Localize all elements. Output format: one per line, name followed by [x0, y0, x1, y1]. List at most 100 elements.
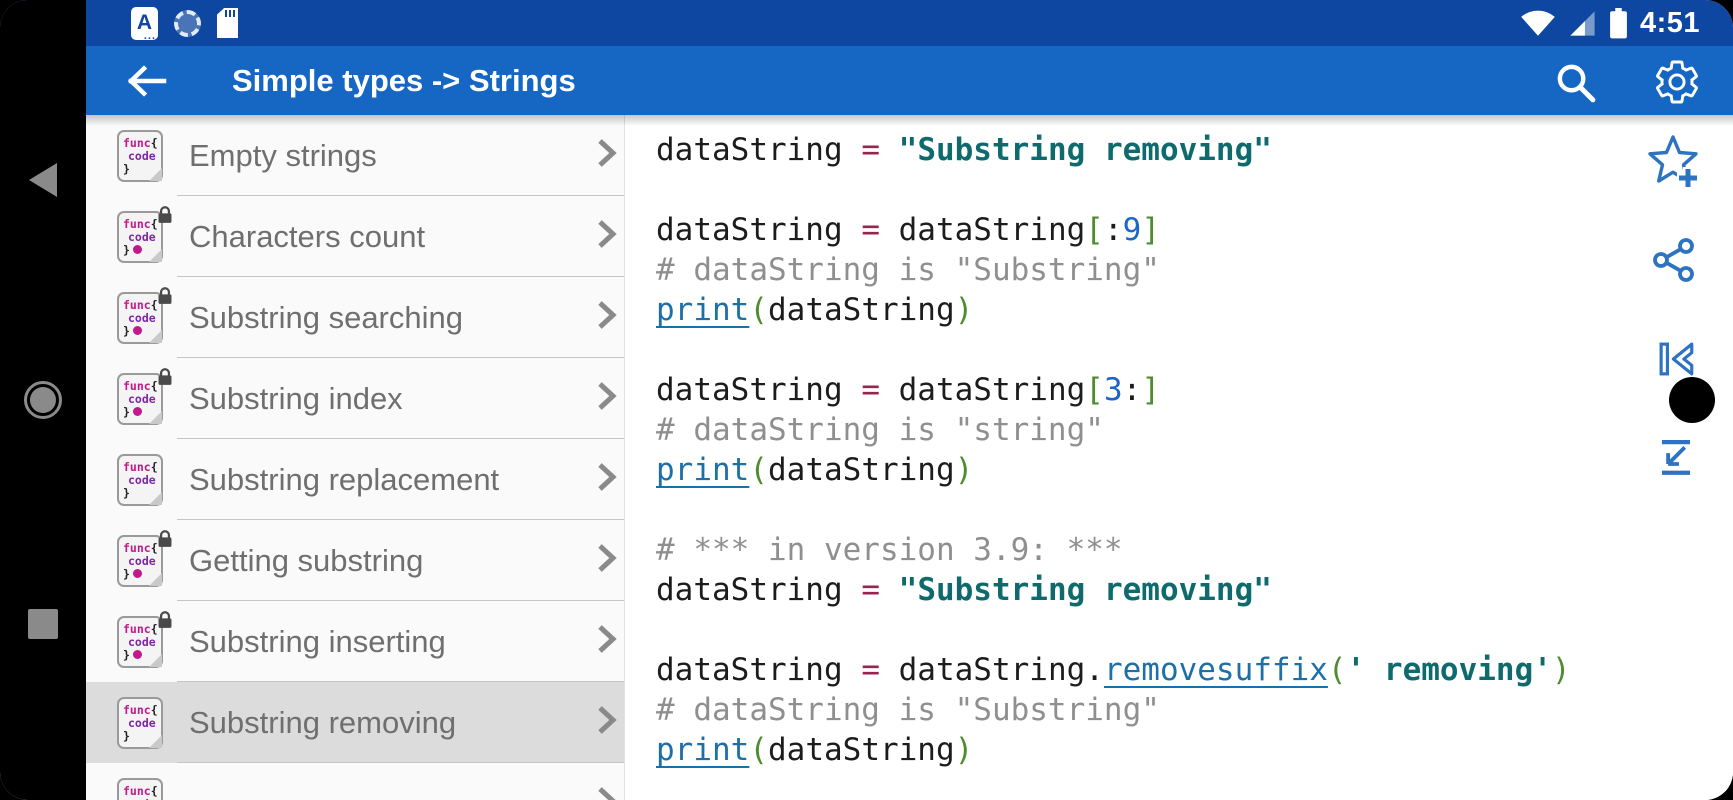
code-token: dataString. [879, 652, 1104, 688]
skip-to-start-icon [1659, 342, 1694, 376]
chevron-right-icon [595, 703, 619, 742]
topic-label: Characters count [189, 218, 426, 254]
code-token: ] [1141, 372, 1160, 408]
search-button[interactable] [1549, 56, 1601, 108]
function-doc-link[interactable]: print [656, 452, 750, 488]
chevron-right-icon [595, 460, 619, 499]
chevron-right-icon [595, 136, 619, 175]
topic-row[interactable]: func{code}Getting substring [86, 520, 624, 601]
code-token: "Substring removing" [898, 572, 1272, 608]
function-doc-link[interactable]: removesuffix [1103, 652, 1328, 688]
code-token: ( [749, 452, 768, 488]
page-title: Simple types -> Strings [232, 62, 576, 98]
code-line: print(dataString) [656, 730, 1733, 770]
lock-icon [157, 286, 173, 308]
android-recents-button[interactable] [0, 589, 86, 659]
topic-row[interactable]: func{code} Empty strings [86, 115, 624, 196]
code-token [880, 132, 899, 168]
add-favorite-button[interactable] [1645, 133, 1703, 198]
letter-a-notification-icon: A... [131, 6, 158, 42]
topic-row[interactable]: func{code}Substring index [86, 358, 624, 439]
code-snippet-icon: func{code} [117, 453, 163, 506]
topic-label: Substring inserting [189, 623, 446, 659]
code-line: # *** in version 3.9: *** [656, 530, 1733, 570]
skip-to-start-button[interactable] [1655, 338, 1697, 385]
function-doc-link[interactable]: print [656, 732, 750, 768]
topic-label: Empty strings [189, 137, 377, 173]
code-line: dataString = "Substring removing" [656, 130, 1733, 170]
chevron-right-icon [595, 784, 619, 800]
code-token: # dataString is "string" [656, 412, 1104, 448]
topic-label: Substring replacement [189, 461, 500, 497]
topic-label: Substring searching [189, 299, 463, 335]
share-button[interactable] [1650, 236, 1698, 289]
progress-dot-icon [132, 649, 142, 659]
page-fold [149, 734, 162, 748]
code-snippet-icon: func{code} [117, 696, 163, 749]
android-recents-icon [28, 609, 58, 639]
code-token: ] [1141, 212, 1160, 248]
lock-icon [157, 610, 173, 632]
function-doc-link[interactable]: print [656, 292, 750, 328]
code-token: dataString [879, 212, 1086, 248]
code-line: print(dataString) [656, 450, 1733, 490]
code-snippet-icon: func{code} [117, 129, 163, 182]
android-back-icon [29, 163, 57, 197]
code-token: ) [1551, 652, 1571, 688]
code-token: dataString [768, 452, 955, 488]
code-token: ) [954, 292, 974, 328]
collapse-button[interactable] [1655, 436, 1697, 483]
page-fold [149, 572, 162, 586]
topic-row[interactable]: func{code} Substring inserting [86, 601, 624, 682]
touch-indicator [1669, 377, 1715, 423]
code-token: dataString [768, 292, 955, 328]
progress-dot-icon [132, 244, 142, 254]
code-token: dataString [656, 212, 862, 248]
topic-row[interactable]: func{code} Substring removing [86, 682, 624, 763]
code-token: : [1122, 372, 1142, 408]
code-snippet-icon: func{code} [117, 610, 172, 668]
topic-label: Substring index [189, 380, 403, 416]
code-token: dataString [656, 132, 862, 168]
back-button[interactable] [118, 58, 174, 104]
topic-label: Substring removing [189, 704, 457, 740]
code-line: dataString = dataString.removesuffix(' r… [656, 650, 1733, 690]
sd-card-icon [217, 8, 238, 38]
back-arrow-icon [127, 65, 167, 97]
android-back-button[interactable] [0, 145, 86, 215]
chevron-right-icon [595, 379, 619, 418]
topic-row[interactable]: func{code}Substring searching [86, 277, 624, 358]
code-token: dataString [879, 372, 1086, 408]
code-token: dataString [768, 732, 955, 768]
topic-row[interactable]: func{code} [86, 763, 624, 800]
code-token: = [861, 652, 880, 688]
code-line [656, 610, 1733, 650]
topic-row[interactable]: func{code}Characters count [86, 196, 624, 277]
code-line: # dataString is "Substring" [656, 250, 1733, 290]
code-line: # dataString is "Substring" [656, 690, 1733, 730]
wifi-icon [1521, 10, 1555, 36]
code-token: # *** in version 3.9: *** [656, 532, 1123, 568]
settings-button[interactable] [1651, 56, 1703, 108]
code-token: : [1103, 212, 1123, 248]
code-token: dataString [656, 652, 862, 688]
topic-row[interactable]: func{code} Substring replacement [86, 439, 624, 520]
code-line [656, 170, 1733, 210]
battery-icon [1610, 7, 1627, 38]
page-fold [149, 653, 162, 667]
collapse-arrow-icon [1662, 440, 1690, 475]
code-token: ( [749, 732, 768, 768]
cell-signal-icon [1570, 10, 1595, 36]
status-bar-left-icons: A... [131, 0, 238, 46]
page-fold [149, 491, 162, 505]
chevron-right-icon [595, 298, 619, 337]
code-token: = [861, 212, 880, 248]
android-home-button[interactable] [0, 365, 86, 435]
code-token: [ [1085, 212, 1104, 248]
code-line: print(dataString) [656, 290, 1733, 330]
android-home-icon [24, 381, 62, 419]
gear-icon [1656, 60, 1698, 104]
chevron-right-icon [595, 541, 619, 580]
